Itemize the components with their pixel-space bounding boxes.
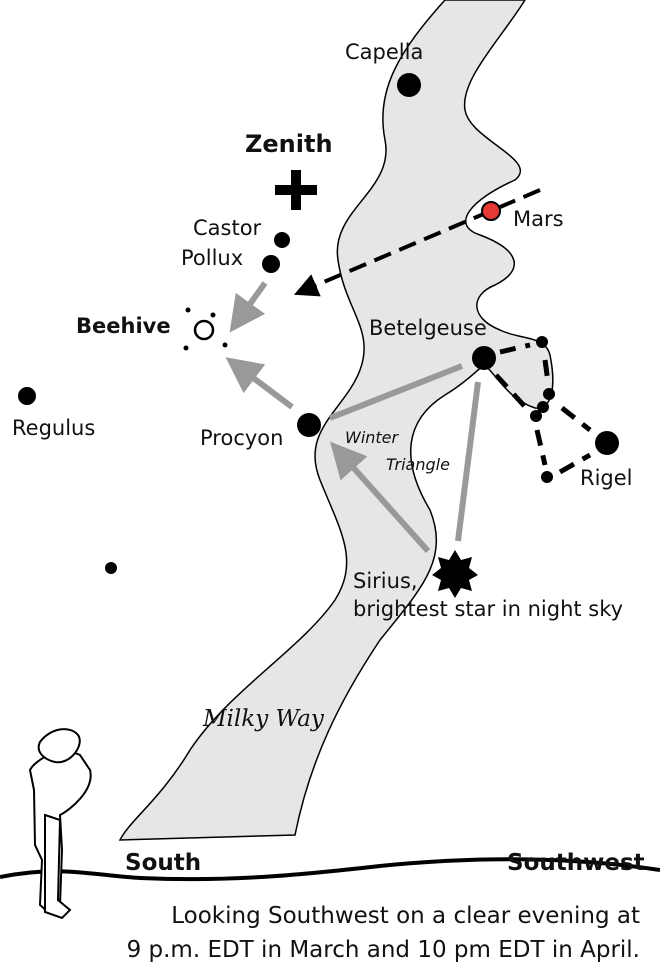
beehive-cluster: [193, 319, 215, 341]
mars-path-arrow: [293, 188, 541, 297]
rigel-label: Rigel: [580, 466, 633, 490]
mars-planet: [481, 201, 501, 221]
betelgeuse-label: Betelgeuse: [369, 316, 487, 340]
pollux-label: Pollux: [181, 246, 244, 270]
stargazer-figure: [28, 728, 92, 920]
capella-star: [397, 73, 421, 97]
capella-label: Capella: [345, 40, 424, 64]
winter-label: Winter: [345, 428, 399, 447]
beehive-label: Beehive: [76, 314, 171, 338]
castor-star: [274, 232, 290, 248]
stars: [18, 73, 619, 574]
sirius-label: Sirius,: [353, 569, 418, 593]
procyon-label: Procyon: [200, 426, 284, 450]
triangle-label: Triangle: [386, 455, 450, 474]
orion-lines: [494, 342, 592, 475]
mars-label: Mars: [513, 207, 564, 231]
rigel-star: [595, 431, 619, 455]
zenith-label: Zenith: [245, 130, 333, 158]
south-label: South: [125, 850, 202, 876]
caption-line-2: 9 p.m. EDT in March and 10 pm EDT in Apr…: [126, 937, 640, 963]
sirius-star-icon: [432, 550, 478, 598]
castor-label: Castor: [193, 216, 262, 240]
pollux-star: [262, 255, 280, 273]
betelgeuse-star: [472, 346, 496, 370]
pointer-arrows: [225, 281, 481, 554]
milky-way-band: [118, 0, 554, 841]
procyon-star: [297, 413, 321, 437]
milky-way-label: Milky Way: [203, 706, 324, 732]
regulus-star: [18, 387, 36, 405]
regulus-label: Regulus: [12, 416, 96, 440]
horizon-line: [0, 857, 660, 882]
zenith-cross-icon: [275, 170, 317, 210]
southwest-label: Southwest: [507, 850, 645, 876]
sirius-description: brightest star in night sky: [353, 597, 624, 621]
caption-line-1: Looking Southwest on a clear evening at: [171, 903, 640, 929]
